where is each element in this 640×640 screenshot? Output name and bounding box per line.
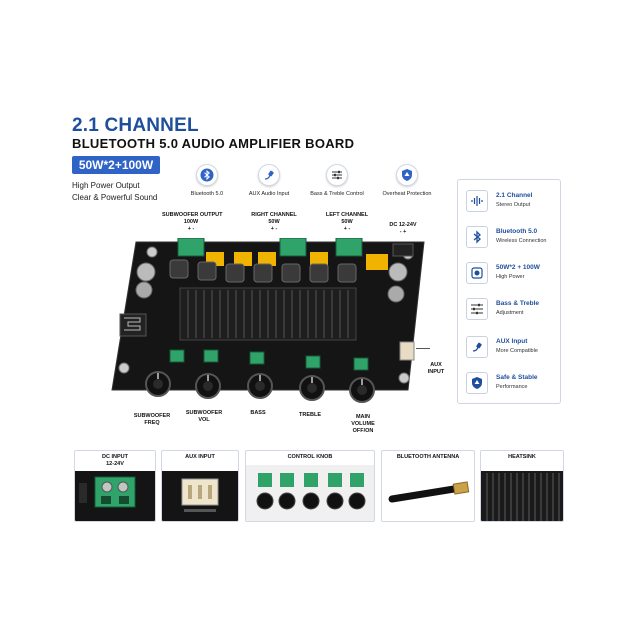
card-title: DC INPUT 12-24V — [102, 454, 128, 467]
card-control-knob: CONTROL KNOB — [245, 450, 375, 522]
aux-connector-image — [162, 471, 238, 521]
label-left-channel: LEFT CHANNEL 50W + - — [325, 212, 369, 232]
label-knob-subwoofer-vol: SUBWOOFER VOL — [185, 410, 223, 423]
card-dc-input: DC INPUT 12-24V — [74, 450, 156, 522]
antenna-image — [388, 481, 470, 503]
aux-plug-icon — [258, 164, 280, 186]
feature-side-panel: 2.1 Channel Stereo Output Bluetooth 5.0 … — [457, 179, 561, 404]
tagline-clear-sound: Clear & Powerful Sound — [72, 193, 158, 202]
bluetooth-icon — [466, 226, 488, 248]
dc-terminal-image — [75, 471, 155, 521]
card-title: CONTROL KNOB — [287, 454, 333, 460]
card-bluetooth-antenna: BLUETOOTH ANTENNA — [381, 450, 475, 522]
knob-treble — [299, 375, 325, 401]
shield-icon — [466, 372, 488, 394]
bluetooth-icon — [196, 164, 218, 186]
shield-icon — [396, 164, 418, 186]
label-aux-input: AUX INPUT — [427, 362, 445, 375]
heatsink-image — [481, 471, 563, 521]
label-dc-input: DC 12-24V - + — [389, 222, 417, 235]
card-aux-input: AUX INPUT — [161, 450, 239, 522]
label-knob-treble: TREBLE — [299, 412, 321, 418]
card-title: HEATSINK — [508, 454, 536, 460]
feature-overheat: Overheat Protection — [370, 164, 444, 197]
page-subtitle: BLUETOOTH 5.0 AUDIO AMPLIFIER BOARD — [72, 136, 355, 151]
amplifier-board-image — [111, 238, 425, 391]
sliders-icon — [466, 298, 488, 320]
feature-label: Bass & Treble Control — [310, 191, 364, 197]
speaker-icon — [466, 262, 488, 284]
knob-subwoofer-freq — [145, 371, 171, 397]
knob-subwoofer-vol — [195, 373, 221, 399]
side-item-safe: Safe & Stable Performance — [466, 370, 556, 396]
aux-pointer-line — [416, 348, 430, 349]
side-item-power: 50W*2 + 100W High Power — [466, 260, 556, 286]
control-knob-image — [246, 465, 374, 521]
feature-label: Overheat Protection — [382, 191, 432, 197]
sound-wave-icon — [466, 190, 488, 212]
label-right-channel: RIGHT CHANNEL 50W + - — [251, 212, 297, 232]
feature-label: Bluetooth 5.0 — [190, 191, 224, 197]
card-heatsink: HEATSINK — [480, 450, 564, 522]
card-title: AUX INPUT — [185, 454, 215, 460]
side-item-bass-treble: Bass & Treble Adjustment — [466, 296, 556, 322]
knob-row — [145, 371, 375, 403]
tagline-high-power: High Power Output — [72, 181, 140, 190]
side-item-aux: AUX Input More Compatible — [466, 334, 556, 360]
label-knob-bass: BASS — [250, 410, 266, 416]
label-subwoofer-output: SUBWOOFER OUTPUT 100W + - — [162, 212, 223, 232]
sliders-icon — [326, 164, 348, 186]
feature-aux: AUX Audio Input — [232, 164, 306, 197]
side-item-channel: 2.1 Channel Stereo Output — [466, 188, 556, 214]
feature-bluetooth: Bluetooth 5.0 — [170, 164, 244, 197]
label-knob-subwoofer-freq: SUBWOOFER FREQ — [133, 413, 171, 426]
power-badge: 50W*2+100W — [72, 156, 160, 174]
page-title: 2.1 CHANNEL — [72, 115, 199, 136]
card-title: BLUETOOTH ANTENNA — [396, 454, 460, 460]
knob-bass — [247, 373, 273, 399]
knob-main-volume — [349, 377, 375, 403]
aux-plug-icon — [466, 336, 488, 358]
feature-label: AUX Audio Input — [248, 191, 290, 197]
feature-bass-treble: Bass & Treble Control — [300, 164, 374, 197]
label-knob-main: MAIN VOLUME OFF/ON — [351, 414, 375, 434]
side-item-bluetooth: Bluetooth 5.0 Wireless Connection — [466, 224, 556, 250]
